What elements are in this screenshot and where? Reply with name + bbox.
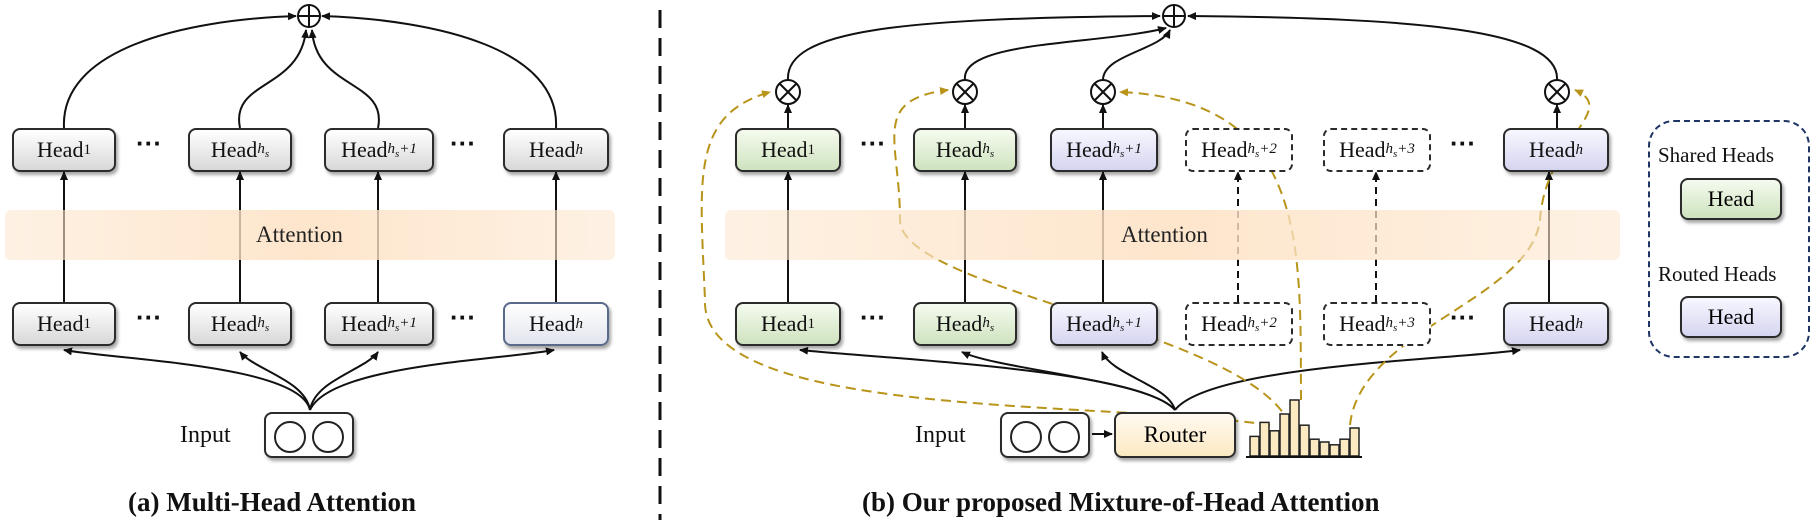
router-score-bar xyxy=(1249,435,1260,457)
right-top-ellipsis-1: ··· xyxy=(860,128,886,158)
left-top-ellipsis-1: ··· xyxy=(136,128,162,158)
left-top-ellipsis-2: ··· xyxy=(450,128,476,158)
router-box: Router xyxy=(1114,412,1236,458)
router-score-bar xyxy=(1349,427,1360,457)
left-input-tokens xyxy=(264,412,354,458)
router-score-bar xyxy=(1319,441,1330,457)
legend-routed-title: Routed Heads xyxy=(1658,262,1777,286)
right-attention-label: Attention xyxy=(1121,222,1208,247)
router-score-histogram xyxy=(1249,399,1360,457)
token-circle xyxy=(274,421,306,453)
left-attention-label: Attention xyxy=(256,222,343,247)
left-sum-arrows xyxy=(62,12,558,129)
right-caption: (b) Our proposed Mixture-of-Head Attenti… xyxy=(862,487,1380,517)
token-circle xyxy=(1010,421,1042,453)
left-input-arrows xyxy=(63,347,555,411)
legend-shared-head: Head xyxy=(1680,178,1782,220)
multiply-icons xyxy=(775,79,1570,105)
legend-shared-title: Shared Heads xyxy=(1658,143,1775,167)
token-circle xyxy=(1048,421,1080,453)
router-score-bar xyxy=(1259,421,1270,457)
right-input-label: Input xyxy=(915,422,966,448)
right-input-tokens xyxy=(1000,412,1090,458)
router-score-bar xyxy=(1279,413,1290,457)
left-bottom-ellipsis-2: ··· xyxy=(450,302,476,332)
legend-box xyxy=(1648,120,1810,358)
right-bottom-ellipsis-1: ··· xyxy=(860,302,886,332)
right-sum-arrows xyxy=(786,12,1559,81)
right-head-to-multiply xyxy=(784,104,1561,128)
token-circle xyxy=(312,421,344,453)
right-router-arrows xyxy=(799,346,1521,411)
right-bottom-ellipsis-2: ··· xyxy=(1450,302,1476,332)
router-score-bar xyxy=(1299,424,1310,457)
router-score-bar xyxy=(1309,438,1320,457)
router-score-bar xyxy=(1289,399,1300,457)
right-top-ellipsis-2: ··· xyxy=(1450,128,1476,158)
right-attention-band xyxy=(725,210,1620,260)
router-score-bar xyxy=(1329,444,1340,457)
left-bottom-ellipsis-1: ··· xyxy=(136,302,162,332)
router-score-bar xyxy=(1339,438,1350,457)
left-attention-band xyxy=(5,210,615,260)
left-input-label: Input xyxy=(180,422,231,448)
left-caption: (a) Multi-Head Attention xyxy=(128,487,416,517)
legend-routed-head: Head xyxy=(1680,296,1782,338)
router-score-bar xyxy=(1269,430,1280,457)
